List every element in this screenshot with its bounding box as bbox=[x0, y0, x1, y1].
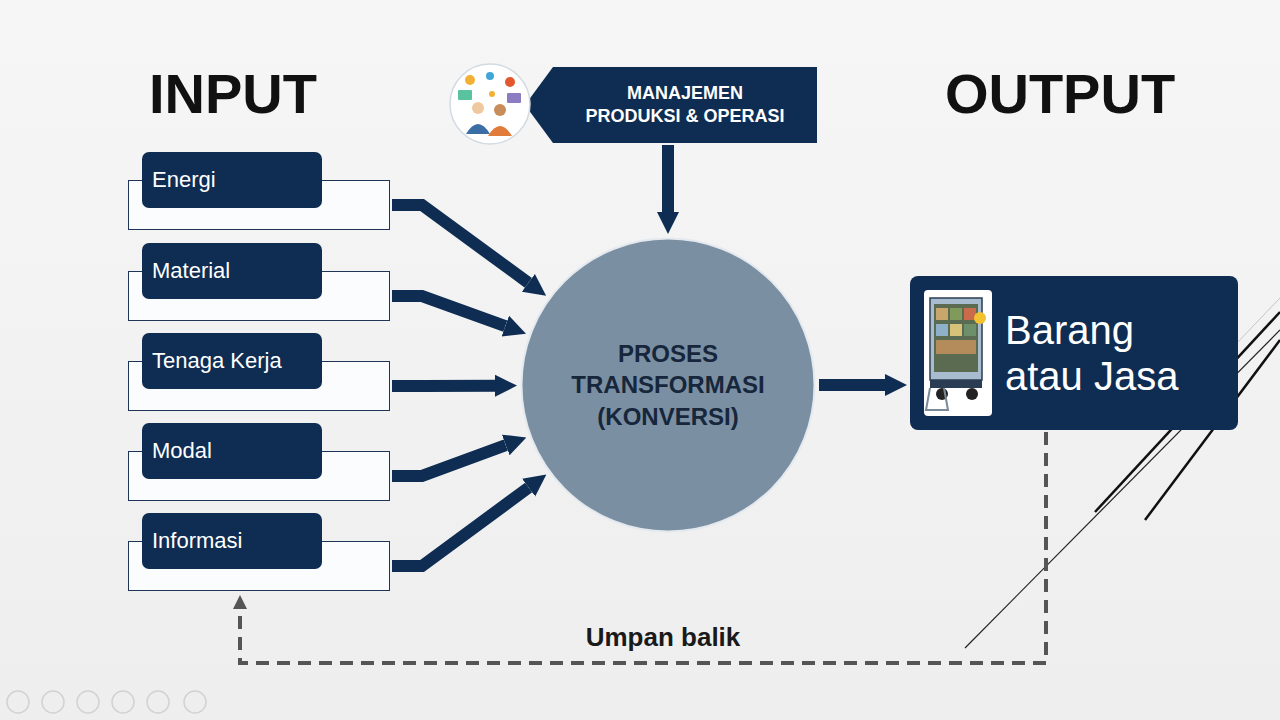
drawing-part bbox=[489, 91, 495, 97]
banner-shape bbox=[525, 67, 817, 143]
section-heading: INPUT bbox=[149, 66, 317, 122]
drawing-part bbox=[112, 691, 134, 713]
process-circle: PROSES TRANSFORMASI (KONVERSI) bbox=[520, 237, 816, 533]
input-label: Modal bbox=[152, 438, 212, 464]
banner-polygon bbox=[525, 67, 817, 143]
input-box: Tenaga Kerja bbox=[128, 333, 390, 411]
drawing-part bbox=[77, 691, 99, 713]
process-label: PROSES TRANSFORMASI (KONVERSI) bbox=[566, 338, 771, 432]
input-box: Material bbox=[128, 243, 390, 321]
section-heading: OUTPUT bbox=[945, 66, 1175, 122]
input-box: Energi bbox=[128, 152, 390, 230]
flow-arrow bbox=[392, 445, 506, 476]
output-label: Barang atau Jasa bbox=[1005, 307, 1205, 399]
drawing-part bbox=[494, 104, 506, 116]
input-label: Tenaga Kerja bbox=[152, 348, 282, 374]
management-banner: MANAJEMEN PRODUKSI & OPERASI bbox=[525, 67, 817, 143]
input-tab: Informasi bbox=[142, 513, 322, 569]
banner-text-area: MANAJEMEN PRODUKSI & OPERASI bbox=[553, 67, 817, 143]
input-box: Modal bbox=[128, 423, 390, 501]
drawing-part bbox=[147, 691, 169, 713]
banner-label: MANAJEMEN PRODUKSI & OPERASI bbox=[581, 82, 789, 129]
process-circle-fill bbox=[522, 239, 815, 532]
input-tab: Modal bbox=[142, 423, 322, 479]
drawing-part bbox=[507, 93, 521, 103]
flow-arrow bbox=[392, 205, 528, 283]
team-icon bbox=[450, 64, 530, 144]
input-tab: Tenaga Kerja bbox=[142, 333, 322, 389]
drawing-part bbox=[486, 72, 494, 80]
input-tab: Energi bbox=[142, 152, 322, 208]
flow-arrow bbox=[819, 379, 885, 391]
input-label: Material bbox=[152, 258, 230, 284]
flow-arrow bbox=[392, 380, 495, 392]
input-label: Energi bbox=[152, 167, 216, 193]
edge-label: Umpan balik bbox=[586, 623, 741, 652]
flow-arrow bbox=[392, 296, 505, 326]
drawing-part bbox=[488, 126, 512, 136]
drawing-part bbox=[42, 691, 64, 713]
drawing-part bbox=[450, 64, 530, 144]
drawing-part bbox=[505, 77, 515, 87]
output-text-area: Barang atau Jasa bbox=[1005, 276, 1238, 430]
input-box: Informasi bbox=[128, 513, 390, 591]
drawing-part bbox=[465, 75, 475, 85]
input-label: Informasi bbox=[152, 528, 242, 554]
flow-arrow bbox=[662, 145, 674, 212]
drawing-part bbox=[184, 691, 206, 713]
drawing-part bbox=[472, 102, 484, 114]
input-tab: Material bbox=[142, 243, 322, 299]
slide-controls bbox=[7, 691, 206, 713]
output-box: Barang atau Jasa bbox=[910, 276, 1238, 430]
flow-arrow bbox=[392, 488, 529, 566]
circle-text-area: PROSES TRANSFORMASI (KONVERSI) bbox=[520, 237, 816, 533]
drawing-part bbox=[466, 124, 490, 134]
drawing-part bbox=[7, 691, 29, 713]
drawing-part bbox=[458, 90, 472, 100]
